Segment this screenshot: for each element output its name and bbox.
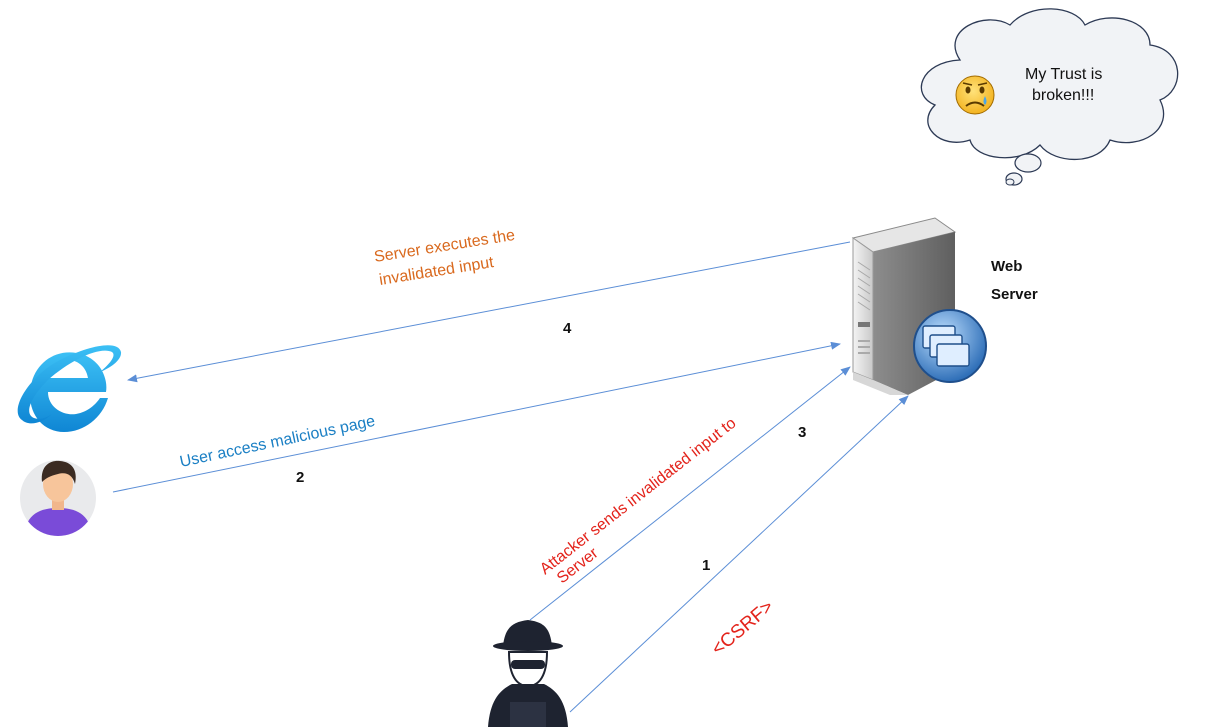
- step-number-1: 1: [702, 557, 710, 574]
- step-number-4: 4: [563, 320, 572, 337]
- label-user-access: User access malicious page: [178, 413, 376, 471]
- arrow-4-server-to-browser: [127, 241, 851, 383]
- label-server-executes-line1: Server executes the: [373, 227, 516, 266]
- internet-explorer-icon: [17, 345, 122, 432]
- arrow-3-attacker-to-server: [529, 366, 851, 621]
- cloud-text-line1: My Trust is: [1025, 66, 1102, 83]
- arrow-2-user-to-server: [112, 341, 841, 493]
- sad-face-icon: [955, 75, 995, 115]
- thought-cloud: [920, 8, 1179, 186]
- user-avatar-icon: [20, 460, 96, 536]
- web-server-icon: [851, 217, 987, 395]
- cloud-text-line2: broken!!!: [1032, 87, 1094, 104]
- server-label-line1: Web: [991, 258, 1022, 275]
- arrows: [112, 241, 909, 713]
- arrow-1-attacker-to-server: [569, 395, 909, 713]
- label-attacker-line1: Attacker sends invalidated input to: [537, 415, 740, 578]
- server-label-line2: Server: [991, 286, 1038, 303]
- step-number-3: 3: [798, 424, 806, 441]
- step-number-2: 2: [296, 469, 304, 486]
- label-csrf: <CSRF>: [708, 596, 778, 660]
- hacker-icon: [488, 620, 568, 727]
